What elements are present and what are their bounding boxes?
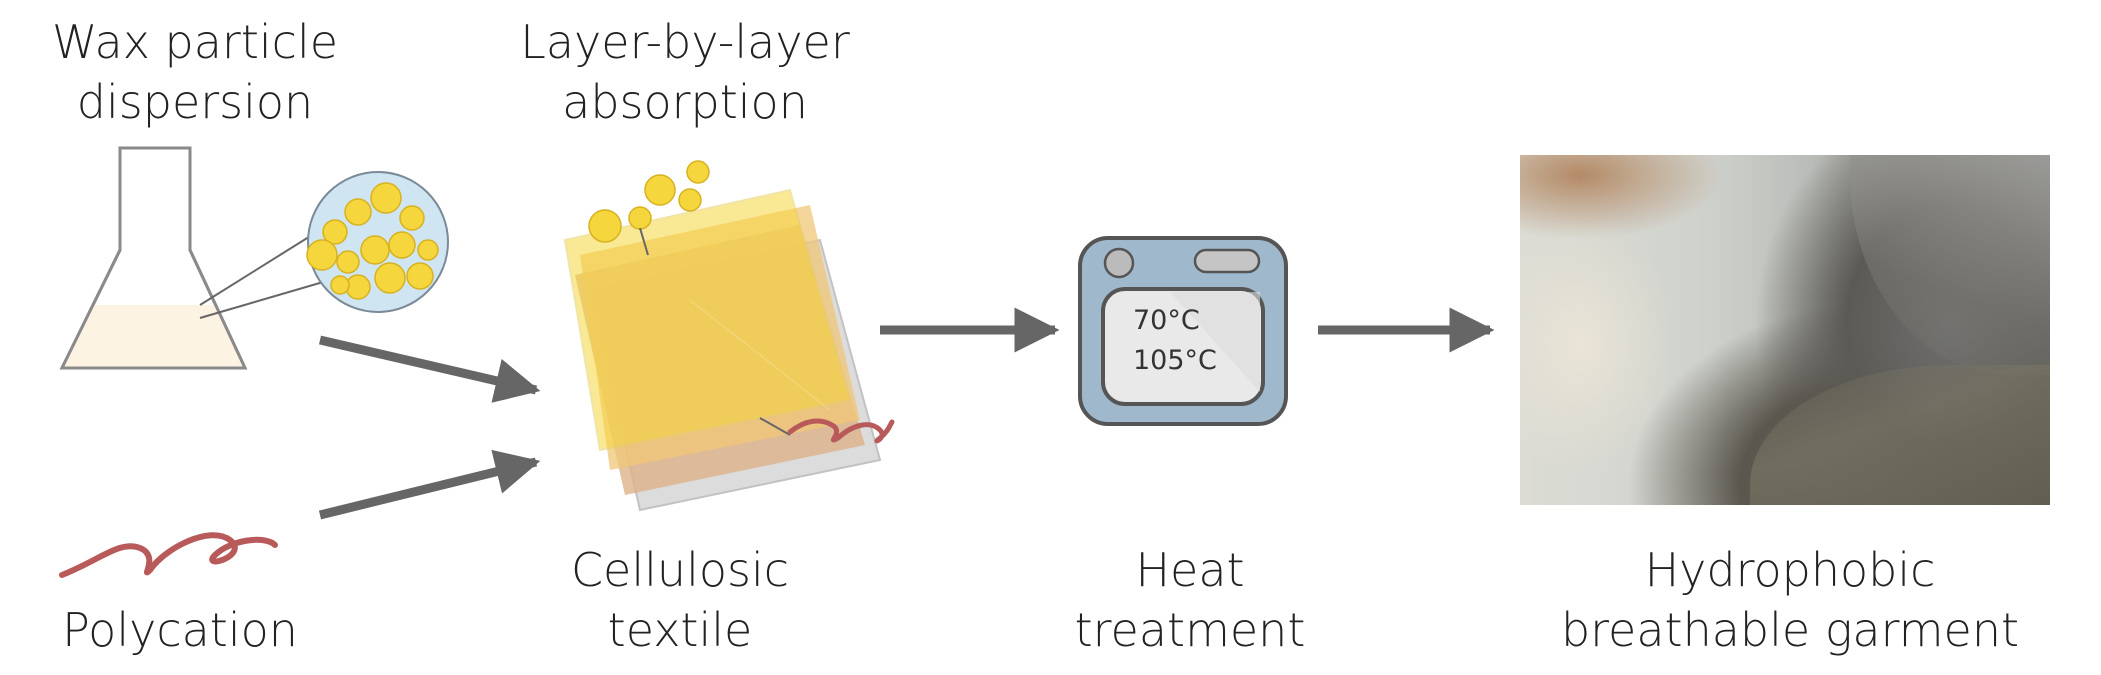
hydrophobic-breathable-garment-label: Hydrophobic breathable garment	[1560, 543, 2020, 657]
photo-hair-area	[1850, 155, 2050, 375]
arrow-wax-to-textile	[318, 335, 541, 403]
polycation-label: Polycation	[62, 603, 298, 657]
zoom-line-upper	[199, 229, 321, 306]
garment-photo	[1520, 155, 2050, 505]
wax-particle-dispersion-label: Wax particle dispersion	[51, 15, 339, 129]
wax-particles-magnified-icon	[306, 171, 449, 313]
cellulosic-textile-label: Cellulosic textile	[570, 543, 790, 657]
polycation-strand-icon	[59, 532, 278, 578]
oven-temp-high: 105°C	[1133, 345, 1217, 376]
zoom-line-lower	[199, 279, 331, 319]
flask-icon	[59, 146, 248, 370]
oven-temp-low: 70°C	[1133, 305, 1200, 336]
polycation-on-textile-icon	[759, 417, 895, 444]
heat-treatment-label: Heat treatment	[1074, 543, 1306, 657]
cellulosic-textile-icon	[563, 188, 882, 512]
arrow-polycation-to-textile	[318, 449, 541, 520]
oven-icon	[1078, 236, 1288, 426]
layer-by-layer-absorption-label: Layer-by-layer absorption	[520, 15, 850, 129]
photo-garment-area	[1750, 365, 2050, 505]
wax-particles-icon	[588, 160, 710, 256]
